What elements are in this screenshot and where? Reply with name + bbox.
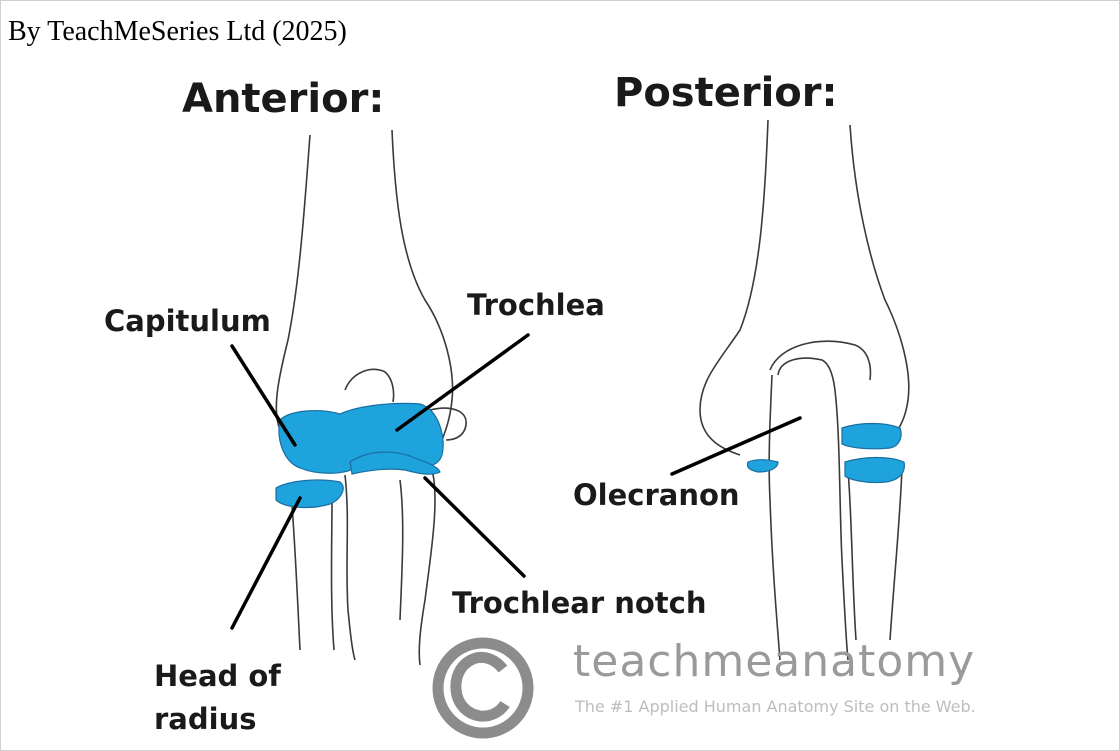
trochlea-label: Trochlea xyxy=(467,282,605,328)
anterior-radius-outline xyxy=(292,505,300,650)
posterior-radial-head-cartilage xyxy=(845,458,904,483)
head-of-radius-label-line1: Head of xyxy=(154,653,281,699)
anterior-coronoid-outline xyxy=(345,369,394,402)
olecranon-leader xyxy=(672,418,800,474)
capitulum-label: Capitulum xyxy=(104,298,271,344)
anterior-radius-outline-inner xyxy=(332,500,335,650)
anterior-humerus-outline-medial xyxy=(392,130,453,440)
posterior-olecranon-outline xyxy=(778,358,848,660)
capitulum-leader xyxy=(232,346,295,445)
copyright-icon xyxy=(438,643,528,733)
posterior-ulna-outline xyxy=(769,375,780,660)
anterior-cartilage xyxy=(276,403,443,507)
posterior-humeral-cartilage xyxy=(842,424,901,449)
posterior-radius-outline-outer xyxy=(890,468,902,640)
radial-head-cartilage xyxy=(276,480,343,507)
posterior-bones xyxy=(700,120,909,660)
watermark-tagline: The #1 Applied Human Anatomy Site on the… xyxy=(575,697,976,716)
posterior-olecranon-fossa xyxy=(770,341,870,380)
posterior-lateral-cartilage xyxy=(747,460,778,472)
anterior-ulna-outline-lateral xyxy=(419,470,435,665)
posterior-humerus-outline-medial xyxy=(850,125,909,430)
trochlear-notch-leader xyxy=(425,478,524,576)
head-of-radius-leader xyxy=(232,498,300,628)
anterior-humerus-outline xyxy=(276,135,310,430)
posterior-humerus-outline-lateral xyxy=(700,120,768,455)
olecranon-label: Olecranon xyxy=(573,472,740,518)
anterior-bones xyxy=(276,130,466,665)
anterior-ulna-inner xyxy=(400,480,403,620)
head-of-radius-label-line2: radius xyxy=(154,696,256,742)
anterior-ulna-outline xyxy=(345,475,355,660)
trochlea-leader xyxy=(397,335,528,430)
trochlear-notch-label: Trochlear notch xyxy=(452,580,707,626)
watermark-brand: teachmeanatomy xyxy=(573,636,975,687)
posterior-radius-outline xyxy=(848,470,856,640)
